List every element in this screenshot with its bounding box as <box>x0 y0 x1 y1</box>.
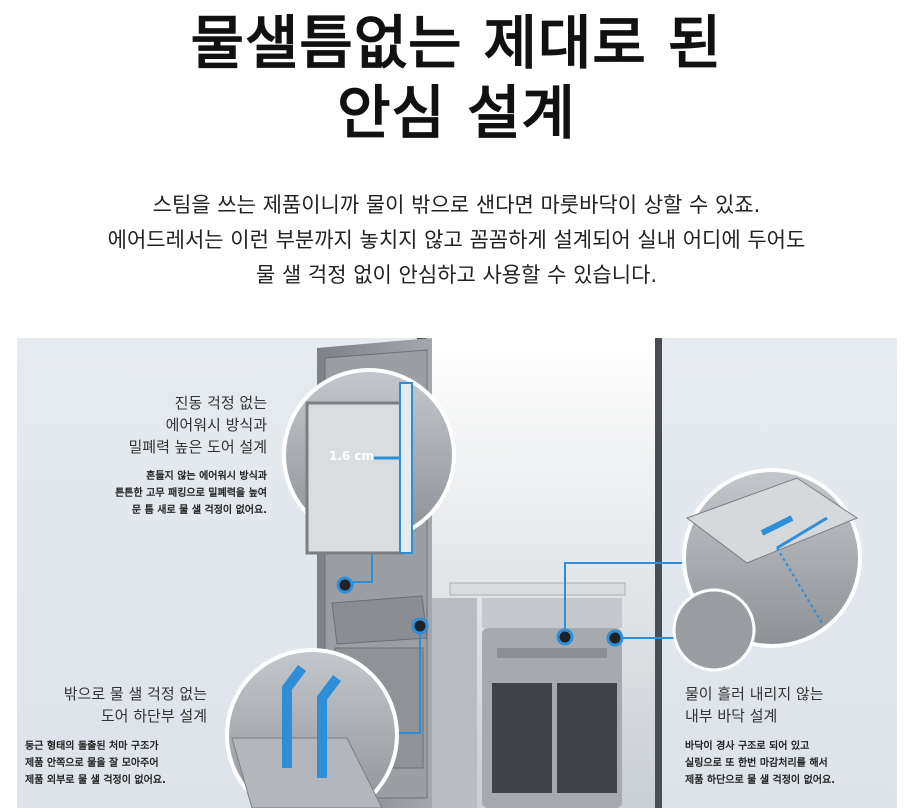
page-title-line-2: 안심 설계 <box>337 79 576 147</box>
inner-floor-desc-3: 제품 하단으로 물 샐 걱정이 없어요. <box>685 775 836 786</box>
zoom-door-bottom <box>225 648 399 808</box>
intro-line-3: 물 샐 걱정 없이 안심하고 사용할 수 있습니다. <box>255 263 658 287</box>
door-seal-desc-1: 흔들지 않는 에어워시 방식과 <box>146 471 267 482</box>
intro-line-2: 에어드레서는 이런 부분까지 놓치지 않고 꼼꼼하게 설계되어 실내 어디에 두… <box>107 228 806 252</box>
door-bottom-title-1: 밖으로 물 샐 걱정 없는 <box>63 685 207 703</box>
zoom-door-seal <box>282 368 456 555</box>
seal-gap-measure: 1.6 cm <box>329 449 375 463</box>
air-dresser-illustration <box>225 338 862 808</box>
product-illustration: 1.6 cm 진동 걱정 없는 에어워시 방식과 밀폐력 높은 도어 설계 흔들… <box>17 338 897 808</box>
door-seal-title-3: 밀폐력 높은 도어 설계 <box>128 438 267 456</box>
page-title-line-1: 물샐틈없는 제대로 된 <box>190 9 723 77</box>
zoom-inner-floor <box>672 468 862 672</box>
marker-dots <box>336 576 624 647</box>
inner-floor-title-2: 내부 바닥 설계 <box>685 707 778 725</box>
cabinet-body <box>417 338 662 808</box>
door-seal-desc-2: 튼튼한 고무 패킹으로 밀폐력을 높여 <box>115 488 267 499</box>
inner-floor-desc-1: 바닥이 경사 구조로 되어 있고 <box>685 741 810 752</box>
door-bottom-desc-1: 둥근 형태의 돌출된 처마 구조가 <box>25 741 159 752</box>
door-seal-desc-3: 문 틈 새로 물 샐 걱정이 없어요. <box>131 505 267 516</box>
door-bottom-title-2: 도어 하단부 설계 <box>100 707 207 725</box>
inner-floor-desc-2: 실링으로 또 한번 마감처리를 해서 <box>685 758 828 769</box>
inner-floor-title-1: 물이 흘러 내리지 않는 <box>685 685 824 703</box>
door-bottom-desc-2: 제품 안쪽으로 물을 잘 모아주어 <box>25 758 159 769</box>
door-seal-title-1: 진동 걱정 없는 <box>174 394 267 412</box>
intro-line-1: 스팀을 쓰는 제품이니까 물이 밖으로 샌다면 마룻바닥이 상할 수 있죠. <box>152 193 761 217</box>
door-bottom-desc-3: 제품 외부로 물 샐 걱정이 없어요. <box>25 775 166 786</box>
door-seal-title-2: 에어워시 방식과 <box>165 416 267 434</box>
